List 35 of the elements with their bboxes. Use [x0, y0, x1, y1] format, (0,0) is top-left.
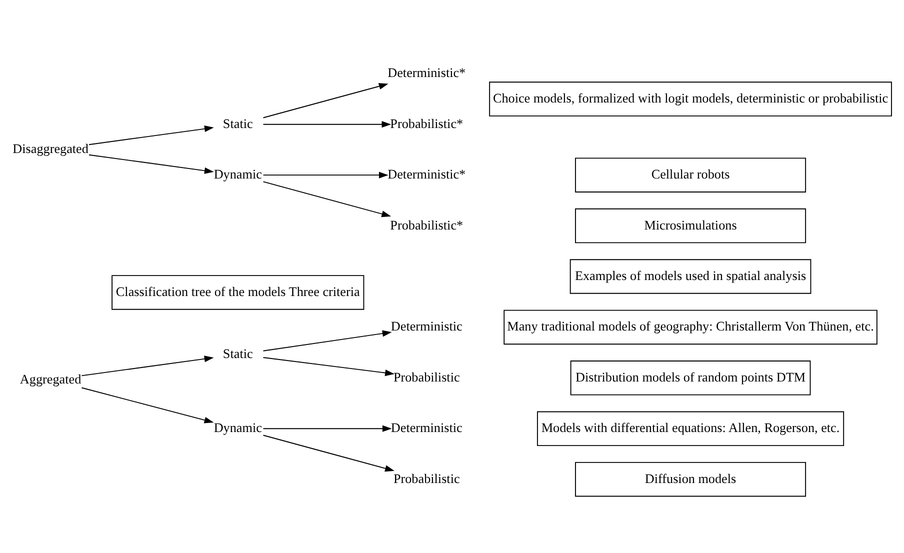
arrow — [262, 121, 392, 128]
node-text: Aggregated — [20, 371, 82, 386]
node-text: Probabilistic — [393, 470, 460, 486]
arrow — [88, 126, 214, 146]
arrow — [81, 356, 214, 376]
arrow — [262, 357, 395, 376]
node-text: Deterministic* — [388, 166, 466, 182]
arrow — [81, 387, 214, 424]
node-text: Probabilistic* — [390, 116, 464, 131]
node-box: Examples of models used in spatial analysis — [570, 259, 812, 294]
arrow — [262, 330, 392, 352]
node-text: Deterministic* — [388, 65, 466, 80]
node-text: Disaggregated — [12, 141, 88, 156]
arrow — [262, 434, 394, 472]
node-box: Diffusion models — [575, 462, 806, 497]
node-text: Deterministic — [390, 420, 462, 436]
node-box: Many traditional models of geography: Christallerm Von Thünen, etc. — [504, 310, 878, 345]
arrow — [262, 181, 392, 218]
node-text: Static — [222, 116, 253, 131]
node-box: Distribution models of random points DTM — [570, 360, 811, 396]
arrow — [88, 154, 214, 174]
node-text: Deterministic — [390, 318, 462, 334]
node-box: Choice models, formalized with logit models, deterministic or probabilistic — [489, 82, 892, 116]
arrow — [262, 172, 388, 178]
node-box: Classification tree of the models Three criteria — [112, 275, 364, 310]
node-text: Probabilistic* — [390, 217, 464, 232]
node-text: Dynamic — [214, 420, 262, 436]
node-text: Dynamic — [214, 166, 262, 182]
node-text: Static — [222, 346, 253, 361]
node-box: Microsimulations — [575, 208, 806, 244]
node-box: Cellular robots — [575, 158, 806, 192]
arrow — [262, 425, 392, 432]
node-box: Models with differential equations: Allen, Rogerson, etc. — [536, 411, 844, 446]
node-text: Probabilistic — [393, 369, 460, 384]
arrow — [262, 83, 388, 118]
